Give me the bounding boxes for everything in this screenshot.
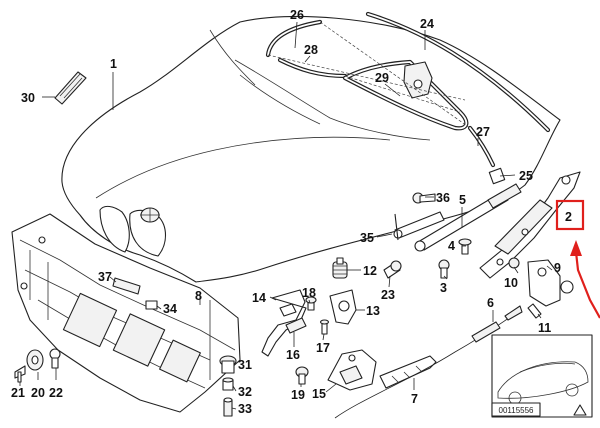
label-18: 18	[302, 286, 316, 300]
bolt-part-4[interactable]	[458, 238, 472, 255]
label-23: 23	[381, 288, 395, 302]
label-25: 25	[519, 169, 533, 183]
label-13: 13	[366, 304, 380, 318]
label-34: 34	[163, 302, 177, 316]
car-inset: 00115556	[491, 334, 593, 418]
bolt-part-19[interactable]	[295, 366, 309, 385]
label-7: 7	[411, 392, 418, 406]
label-15: 15	[312, 387, 326, 401]
bolt-part-3[interactable]	[438, 259, 450, 279]
label-33: 33	[238, 402, 252, 416]
bolt-part-21[interactable]	[14, 365, 26, 383]
bolt-part-10[interactable]	[508, 257, 520, 269]
seal-part-26[interactable]	[265, 19, 323, 58]
bolt-part-36[interactable]	[412, 192, 436, 204]
label-17: 17	[316, 341, 330, 355]
buffer-part-12[interactable]	[332, 257, 348, 279]
seal-part-27[interactable]	[467, 125, 496, 168]
gas-strut-part-5[interactable]	[414, 183, 522, 252]
bumper-stop-part-31[interactable]	[219, 355, 237, 374]
label-28: 28	[304, 43, 318, 57]
bolt-part-11[interactable]	[527, 303, 542, 319]
bowden-cable-part-6[interactable]	[334, 305, 523, 419]
bumper-stop-part-32[interactable]	[222, 377, 234, 391]
label-22: 22	[49, 386, 63, 400]
label-32: 32	[238, 385, 252, 399]
emblem-part-37[interactable]	[112, 277, 141, 295]
label-16: 16	[286, 348, 300, 362]
front-panel-part[interactable]	[11, 213, 241, 413]
seal-part-28[interactable]	[277, 57, 348, 79]
label-27: 27	[476, 125, 490, 139]
hood-part-30[interactable]	[54, 71, 87, 105]
leader-lines	[19, 21, 553, 410]
label-26: 26	[290, 8, 304, 22]
striker-part-13[interactable]	[329, 289, 357, 325]
label-24: 24	[420, 17, 434, 31]
label-19: 19	[291, 388, 305, 402]
label-12: 12	[363, 264, 377, 278]
label-5: 5	[459, 193, 466, 207]
bolt-part-17[interactable]	[319, 319, 330, 335]
label-21: 21	[11, 386, 25, 400]
bracket-part-16[interactable]	[285, 317, 307, 334]
label-30: 30	[21, 91, 35, 105]
label-6: 6	[487, 296, 494, 310]
hood-latch-part-15[interactable]	[327, 349, 377, 391]
label-20: 20	[31, 386, 45, 400]
clip-part-34[interactable]	[145, 300, 158, 310]
label-35: 35	[360, 231, 374, 245]
label-31: 31	[238, 358, 252, 372]
label-3: 3	[440, 281, 447, 295]
label-14: 14	[252, 291, 266, 305]
seal-part-29[interactable]	[342, 59, 469, 131]
label-8: 8	[195, 289, 202, 303]
grommet-part-20[interactable]	[26, 349, 44, 371]
label-9: 9	[554, 261, 561, 275]
label-1: 1	[110, 57, 117, 71]
cable-holder-part-7[interactable]	[379, 355, 437, 389]
label-4: 4	[448, 239, 455, 253]
bumper-stop-part-33[interactable]	[223, 397, 233, 417]
label-37: 37	[98, 270, 112, 284]
label-2: 2	[565, 210, 572, 224]
label-36: 36	[436, 191, 450, 205]
bolt-part-23[interactable]	[383, 260, 402, 279]
link-part-35[interactable]	[393, 211, 445, 241]
seal-part-24[interactable]	[365, 11, 551, 133]
highlight-marker	[555, 199, 600, 319]
bolt-part-18[interactable]	[305, 296, 317, 311]
hood-hinge-part-2[interactable]	[479, 171, 581, 279]
clip-part-22[interactable]	[49, 348, 61, 369]
label-10: 10	[504, 276, 518, 290]
label-29: 29	[375, 71, 389, 85]
label-11: 11	[538, 321, 551, 335]
reference-code: 00115556	[499, 406, 535, 415]
part-labels: 1 2 3 4 5 6 7 8 9 10 11 12 13 14 15 16 1…	[11, 8, 572, 416]
hinge-bracket-part-9[interactable]	[527, 259, 574, 307]
clip-part-25[interactable]	[488, 167, 506, 185]
